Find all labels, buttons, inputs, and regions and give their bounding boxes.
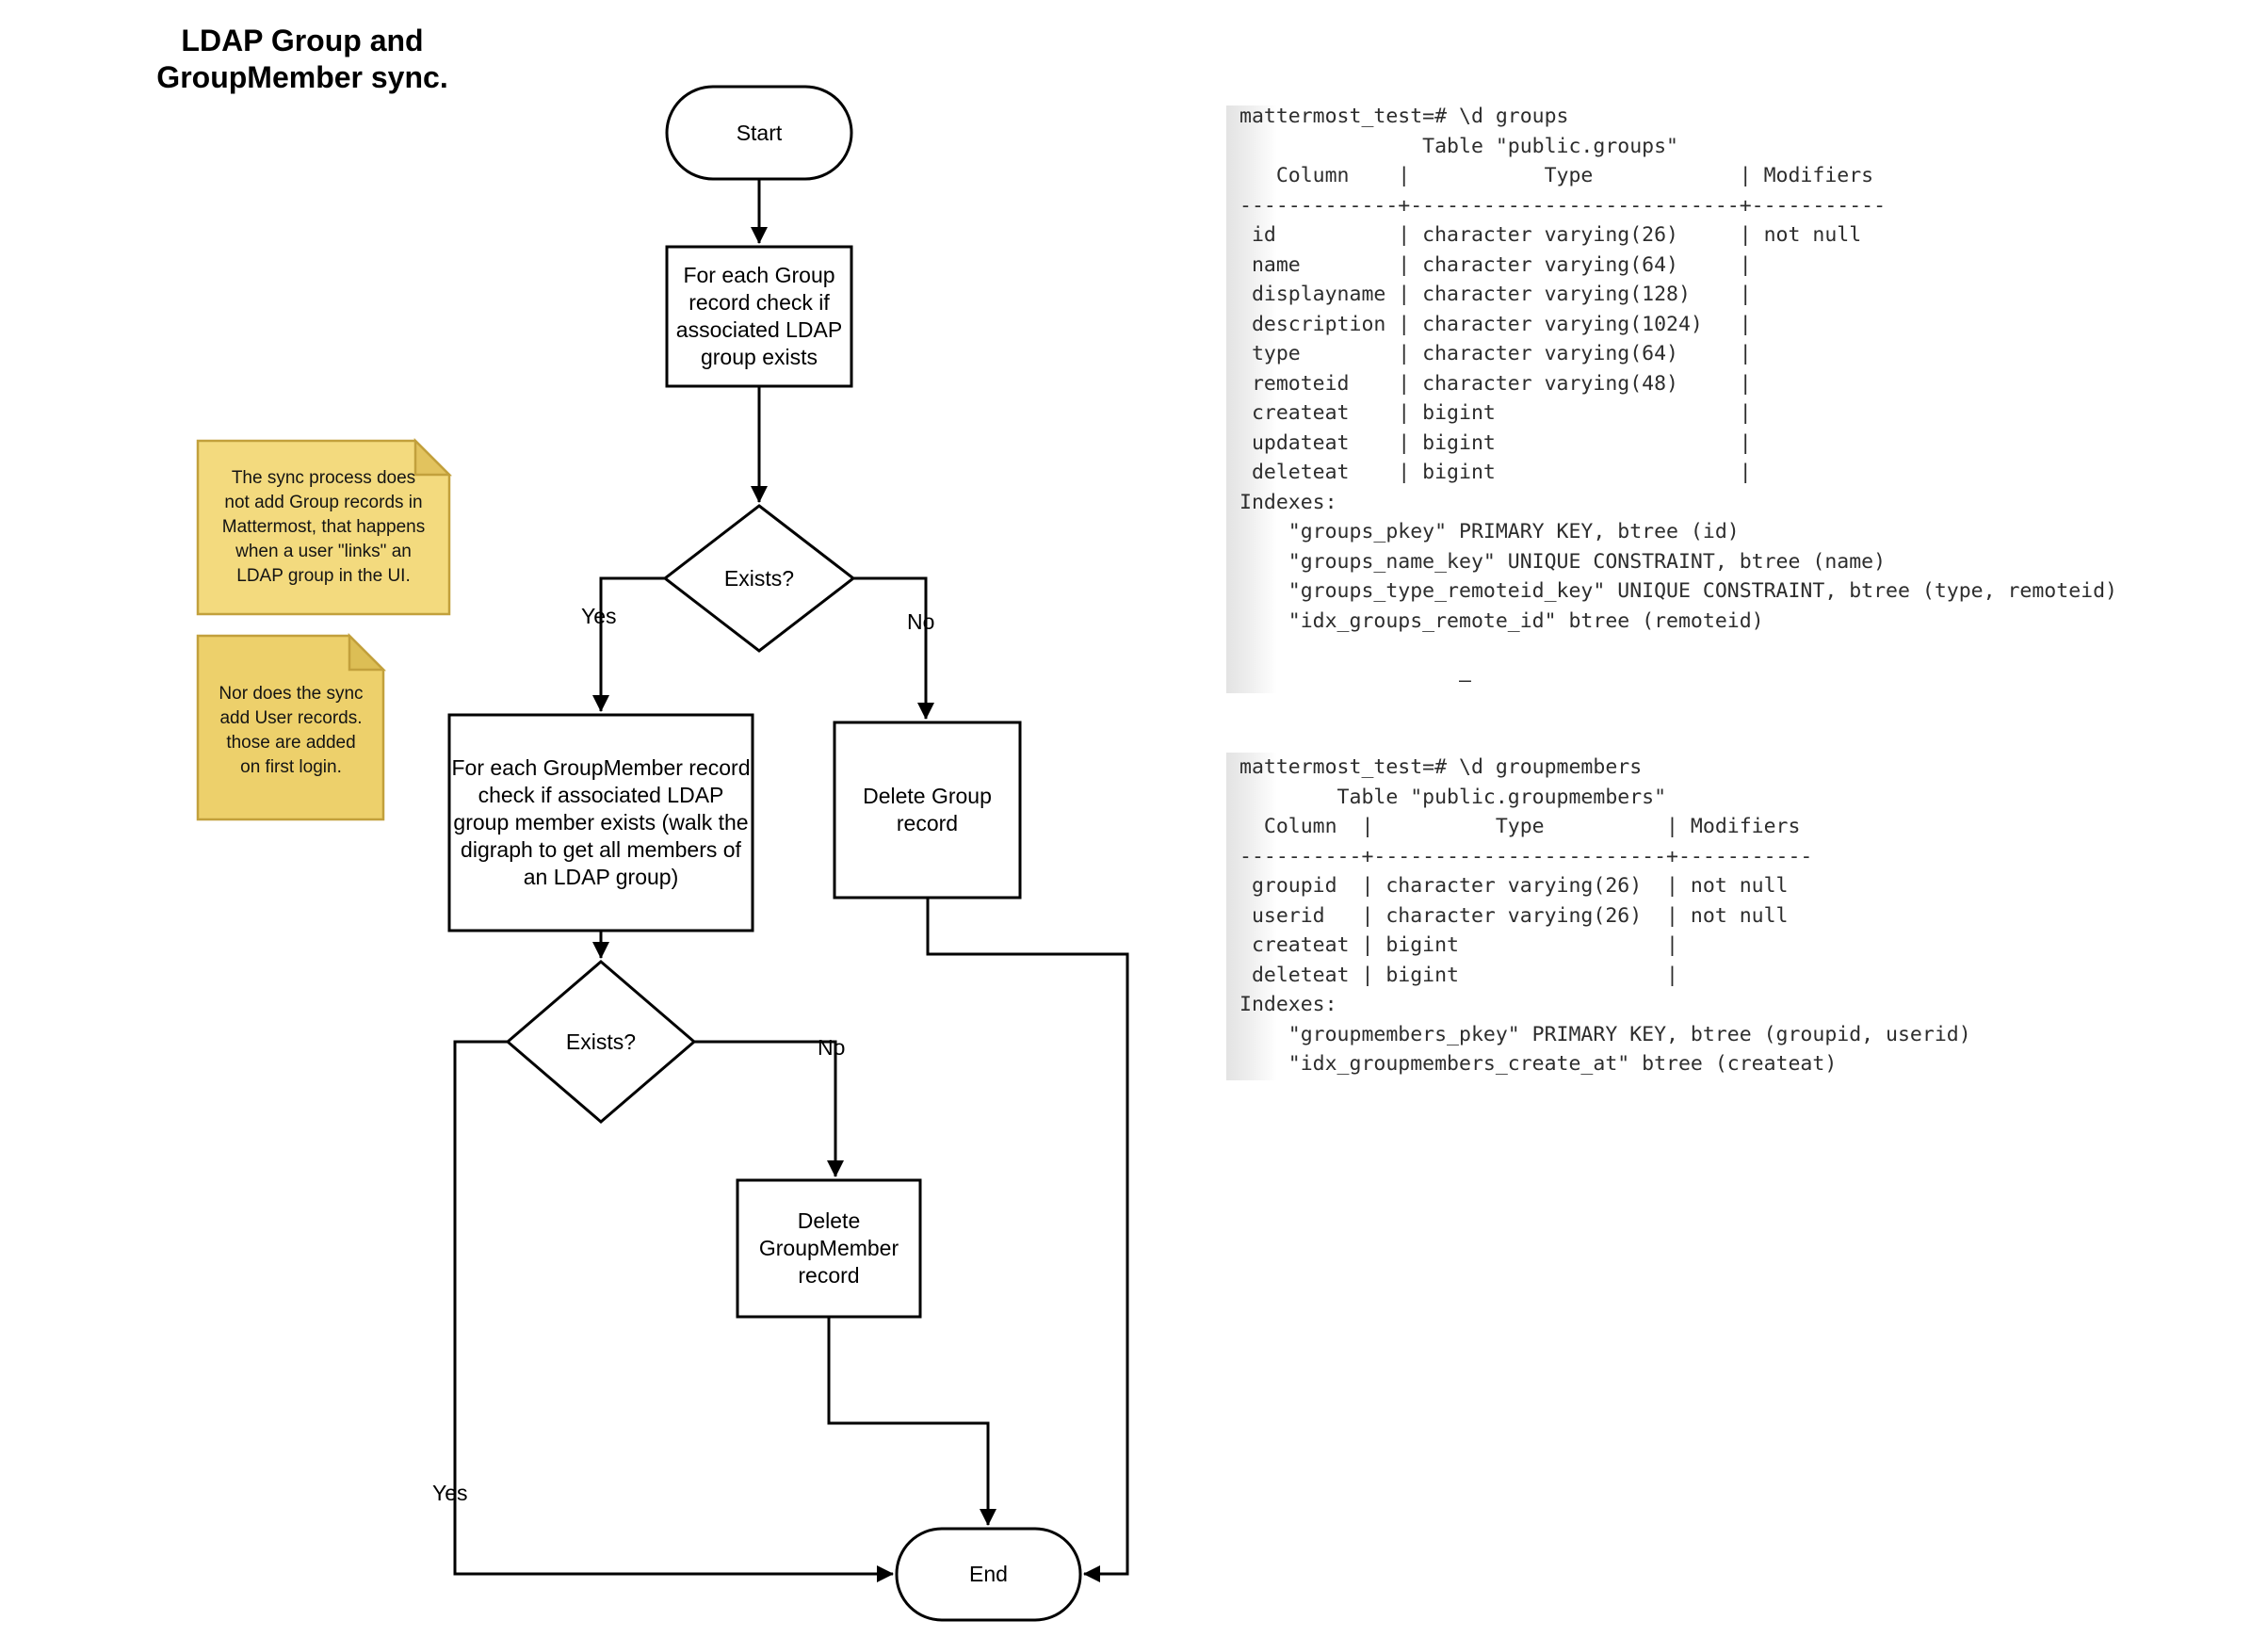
sticky-note-2-shape (196, 634, 385, 821)
node-label-line: Delete Group (863, 784, 992, 808)
node-label-line: For each Group (683, 263, 835, 287)
node-label-line: check if associated LDAP (478, 783, 724, 807)
check-groupmember-node-label: For each GroupMember record check if ass… (451, 719, 751, 927)
node-label-line: group exists (700, 345, 818, 369)
edge-exists-no-to-delete-group (853, 576, 934, 720)
edge-exists2-yes-to-end (453, 1040, 894, 1582)
note-text-line: those are added (226, 733, 356, 753)
node-label-line: Delete (797, 1208, 861, 1233)
sticky-note-1-fold (413, 437, 453, 477)
node-label-line: group member exists (walk the (453, 810, 749, 835)
sticky-note-1-shape (196, 439, 451, 616)
exists-group-diamond-label: Exists? (723, 565, 795, 591)
start-node-shape (665, 85, 853, 181)
node-label-line: record check if (688, 290, 830, 315)
exists-group-diamond-shape (662, 504, 856, 653)
check-groupmember-node-shape (447, 713, 754, 932)
node-label-line: GroupMember (758, 1236, 899, 1260)
sticky-note-1-text: The sync process does not add Group reco… (209, 446, 438, 608)
edge-label-group-no: No (907, 609, 935, 634)
note-text-line: Nor does the sync (219, 684, 364, 704)
node-label-line: associated LDAP (675, 317, 843, 342)
check-group-node-label: For each Group record check if associate… (672, 251, 847, 382)
edge-exists2-no-to-delete-groupmember (694, 1040, 844, 1177)
exists-groupmember-diamond-label: Exists? (565, 1029, 637, 1054)
end-node-label: End (969, 1562, 1008, 1586)
edge-label-group-yes: Yes (581, 604, 617, 628)
note-text-line: The sync process does (231, 468, 416, 488)
end-node-shape (895, 1527, 1082, 1622)
note-text-line: not add Group records in (224, 493, 423, 512)
terminal-groups-output: mattermost_test=# \d groups Table "publi… (1239, 105, 2117, 692)
note-text-line: add User records. (219, 708, 363, 728)
node-label-line: record (798, 1263, 860, 1288)
edge-label-groupmember-yes: Yes (432, 1481, 468, 1505)
edge-label-groupmember-no: No (818, 1035, 846, 1060)
note-text-line: on first login. (240, 757, 342, 777)
terminal-groupmembers-output: mattermost_test=# \d groupmembers Table … (1239, 755, 1971, 1076)
edge-delete-group-to-end (926, 898, 1129, 1582)
start-node-label: Start (736, 120, 783, 145)
delete-group-node-shape (833, 721, 1022, 900)
edge-exists-yes-to-check-groupmember (592, 576, 665, 712)
page-title-line: LDAP Group and (181, 24, 424, 57)
note-text-line: when a user "links" an (235, 542, 412, 561)
node-label-line: digraph to get all members of (461, 837, 741, 862)
delete-groupmember-node-shape (736, 1178, 922, 1319)
delete-group-node-label: Delete Group record (838, 726, 1016, 894)
terminal-groupmembers-edge-shade (1226, 753, 1277, 1080)
node-label-line: an LDAP group) (523, 865, 679, 889)
note-text-line: Mattermost, that happens (221, 517, 426, 537)
node-label-line: For each GroupMember record (451, 755, 751, 780)
terminal-groups-edge-shade (1226, 105, 1277, 693)
check-group-node-shape (665, 245, 853, 388)
exists-groupmember-diamond-shape (505, 960, 697, 1124)
sticky-note-2-fold (348, 632, 387, 672)
page-title: LDAP Group and GroupMember sync. (142, 23, 462, 96)
note-text-line: LDAP group in the UI. (236, 566, 411, 586)
delete-groupmember-node-label: Delete GroupMember record (741, 1184, 916, 1313)
node-label-line: record (896, 811, 959, 835)
page-title-line: GroupMember sync. (156, 60, 448, 94)
sticky-note-2-text: Nor does the sync add User records. thos… (202, 646, 381, 816)
edge-delete-groupmember-to-end (827, 1317, 996, 1526)
